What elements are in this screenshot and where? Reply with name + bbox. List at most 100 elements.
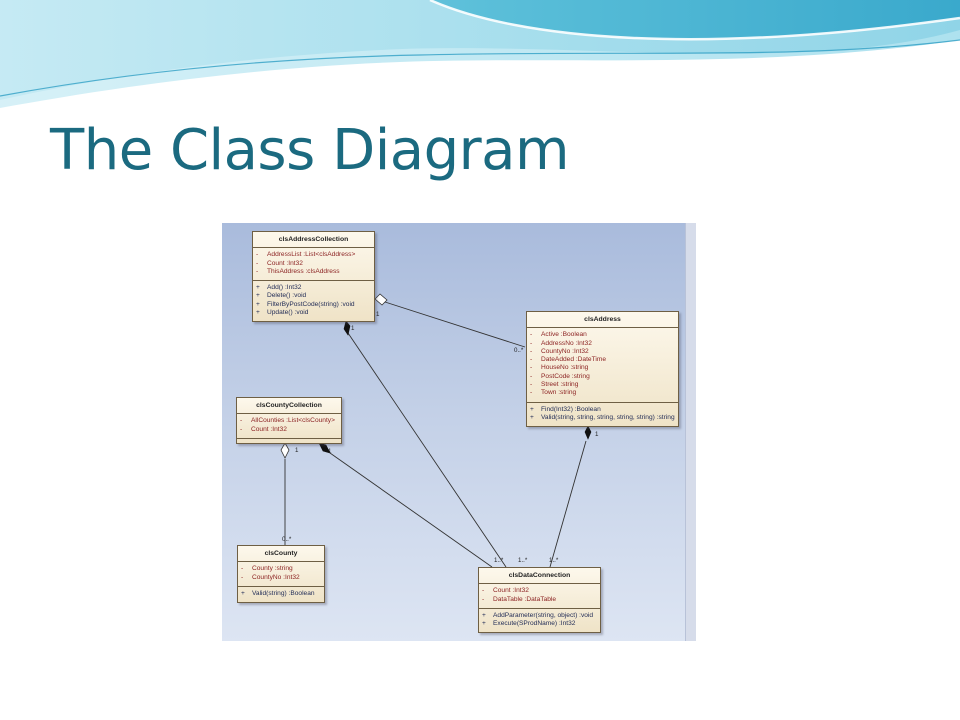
multiplicity-label: 1..* [518,557,528,564]
operations-section [237,437,341,443]
composition-diamond-icon [584,425,592,440]
member-text: DataTable :DataTable [493,595,557,603]
visibility-marker: - [240,417,243,425]
visibility-marker: - [240,425,243,433]
member-text: Street :string [541,381,579,389]
association-lines: 1 0..* 1 1..* 1 1..* 1 0..* 1 1..* [280,293,599,568]
class-diagram: 1 0..* 1 1..* 1 1..* 1 0..* 1 1..* clsAd… [222,223,696,641]
multiplicity-label: 1 [595,431,599,438]
edge-address-dataconn [549,440,587,568]
attributes-section: -Count :Int32-DataTable :DataTable [479,584,600,608]
class-attribute: -Active :Boolean [530,331,675,339]
visibility-marker: - [530,389,533,397]
visibility-marker: + [241,589,245,597]
member-text: Valid(string) :Boolean [252,589,315,597]
visibility-marker: - [482,587,485,595]
wave-line [0,39,960,97]
class-attribute: -AddressNo :Int32 [530,340,675,348]
class-attribute: -County :string [241,565,321,573]
visibility-marker: - [530,364,533,372]
member-text: Valid(string, string, string, string, st… [541,413,675,421]
member-text: ThisAddress :clsAddress [267,267,340,275]
multiplicity-label: 1 [351,325,355,332]
member-text: AddParameter(string, object) :void [493,611,594,619]
visibility-marker: + [256,284,260,292]
member-text: Add() :Int32 [267,284,302,292]
class-attribute: -DataTable :DataTable [482,596,597,604]
class-name: clsDataConnection [479,568,600,585]
class-attribute: -Count :Int32 [256,260,371,268]
multiplicity-label: 1 [376,311,380,318]
visibility-marker: + [530,413,534,421]
edge-addrcoll-dataconn [347,332,507,568]
class-attribute: -CountyNo :Int32 [530,348,675,356]
composition-diamond-icon [318,442,331,454]
visibility-marker: - [530,331,533,339]
wave-highlight [429,0,960,41]
class-operation: + Execute(SProdName) :Int32 [482,620,597,628]
visibility-marker: + [256,292,260,300]
class-attribute: -AllCounties :List<clsCounty> [240,417,338,425]
operations-section: + AddParameter(string, object) :void + Exec… [479,607,600,633]
visibility-marker: - [530,356,533,364]
visibility-marker: - [530,381,533,389]
member-text: CountyNo :Int32 [541,347,589,355]
member-text: AddressNo :Int32 [541,339,592,347]
aggregation-diamond-icon [374,293,388,306]
class-operation: +Update() :void [256,309,371,317]
visibility-marker: + [482,620,486,628]
member-text: FilterByPostCode(string) :void [267,300,355,308]
operations-section: +Find(Int32) :Boolean+ Valid(string, stri… [527,401,678,427]
class-address-collection[interactable]: clsAddressCollection -AddressList :List<… [252,231,375,323]
class-operation: +FilterByPostCode(string) :void [256,301,371,309]
member-text: PostCode :string [541,372,590,380]
class-operation: + Valid(string) :Boolean [241,590,321,598]
visibility-marker: - [530,339,533,347]
member-text: DateAdded :DateTime [541,356,606,364]
class-attribute: -CountyNo :Int32 [241,574,321,582]
class-attribute: -HouseNo :string [530,364,675,372]
attributes-section: -AllCounties :List<clsCounty>-Count :Int… [237,414,341,438]
visibility-marker: - [482,595,485,603]
member-text: Count :Int32 [267,259,303,267]
class-county[interactable]: clsCounty -County :string-CountyNo :Int3… [237,545,325,604]
class-attribute: -Count :Int32 [240,426,338,434]
multiplicity-label: 0..* [282,536,292,543]
class-address[interactable]: clsAddress -Active :Boolean-AddressNo :I… [526,311,679,428]
operations-section: + Valid(string) :Boolean [238,585,324,602]
member-text: Count :Int32 [251,425,287,433]
class-name: clsCounty [238,546,324,563]
class-attribute: -Street :string [530,381,675,389]
attributes-section: -County :string-CountyNo :Int32 [238,562,324,586]
visibility-marker: - [256,259,259,267]
composition-diamond-icon [343,320,351,336]
member-text: Update() :void [267,309,309,317]
attributes-section: -Active :Boolean-AddressNo :Int32-County… [527,328,678,401]
member-text: AllCounties :List<clsCounty> [251,417,335,425]
member-text: Active :Boolean [541,331,587,339]
visibility-marker: + [530,405,534,413]
member-text: AddressList :List<clsAddress> [267,251,356,259]
class-county-collection[interactable]: clsCountyCollection -AllCounties :List<c… [236,397,342,444]
member-text: County :string [252,565,293,573]
visibility-marker: - [256,251,259,259]
class-attribute: -PostCode :string [530,373,675,381]
multiplicity-label: 1 [328,448,332,455]
class-operation: +Find(Int32) :Boolean [530,406,675,414]
attributes-section: -AddressList :List<clsAddress>-Count :In… [253,248,374,280]
member-text: Execute(SProdName) :Int32 [493,620,576,628]
class-operation: + Valid(string, string, string, string, s… [530,414,675,422]
visibility-marker: + [482,611,486,619]
member-text: CountyNo :Int32 [252,573,300,581]
class-name: clsCountyCollection [237,398,341,415]
visibility-marker: - [530,347,533,355]
visibility-marker: - [256,267,259,275]
multiplicity-label: 0..* [514,347,524,354]
class-name: clsAddress [527,312,678,329]
header-wave-banner [0,0,960,108]
operations-section: +Add() :Int32+Delete() :void+FilterByPos… [253,280,374,321]
multiplicity-label: 1..* [494,557,504,564]
visibility-marker: - [241,573,244,581]
class-data-connection[interactable]: clsDataConnection -Count :Int32-DataTabl… [478,567,601,634]
